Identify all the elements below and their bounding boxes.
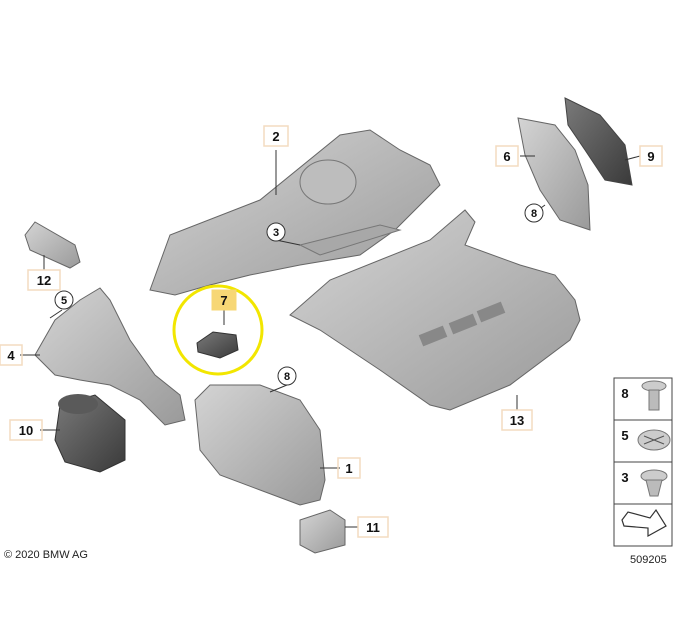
part-2-rear-panel-trim — [149, 129, 441, 296]
svg-text:4: 4 — [7, 348, 15, 363]
clip-icon — [637, 429, 671, 451]
leader-lines — [20, 150, 641, 528]
svg-text:10: 10 — [19, 423, 33, 438]
callout-5[interactable]: 5 — [54, 290, 74, 310]
callout-13[interactable]: 13 — [501, 409, 533, 431]
legend-item-5[interactable]: 5 — [621, 428, 671, 451]
svg-text:1: 1 — [345, 461, 352, 476]
callout-9[interactable]: 9 — [639, 145, 663, 167]
callout-8-top[interactable]: 8 — [524, 203, 544, 223]
callout-3[interactable]: 3 — [266, 222, 286, 242]
part-1-side-trim — [194, 384, 326, 506]
diagram-reference-number: 509205 — [630, 554, 667, 566]
expansion-rivet-icon — [640, 469, 668, 497]
svg-text:8: 8 — [284, 371, 290, 383]
callout-6[interactable]: 6 — [495, 145, 519, 167]
part-11-bracket — [299, 509, 346, 554]
svg-text:11: 11 — [366, 520, 380, 535]
svg-text:7: 7 — [220, 293, 227, 308]
svg-text:13: 13 — [510, 413, 524, 428]
callout-8-side[interactable]: 8 — [277, 366, 297, 386]
callout-11[interactable]: 11 — [357, 516, 389, 538]
part-12-handle-trim — [24, 221, 81, 269]
callout-10[interactable]: 10 — [9, 419, 43, 441]
callout-1[interactable]: 1 — [337, 457, 361, 479]
callout-7[interactable]: 7 — [211, 289, 237, 311]
svg-text:3: 3 — [621, 470, 628, 485]
svg-text:5: 5 — [621, 428, 628, 443]
assembly-arrow-icon — [621, 508, 667, 538]
legend-item-3[interactable]: 3 — [621, 469, 668, 497]
svg-text:5: 5 — [61, 295, 67, 307]
part-6-side-trim-upper — [517, 117, 591, 231]
part-7-highlight — [172, 284, 264, 376]
svg-text:8: 8 — [531, 208, 537, 220]
highlight-ring — [172, 284, 264, 376]
svg-text:12: 12 — [37, 273, 51, 288]
callout-4[interactable]: 4 — [0, 344, 23, 366]
copyright-notice: © 2020 BMW AG — [4, 549, 88, 561]
svg-text:8: 8 — [621, 386, 628, 401]
legend-item-8[interactable]: 8 — [621, 380, 667, 411]
part-13-trunk-floor-trim — [289, 209, 581, 411]
part-9-sound-insulation — [564, 97, 633, 186]
svg-text:2: 2 — [272, 129, 279, 144]
callout-12[interactable]: 12 — [27, 269, 61, 291]
svg-text:9: 9 — [647, 149, 654, 164]
svg-text:6: 6 — [503, 149, 510, 164]
part-10-foam-insert — [54, 394, 126, 473]
push-rivet-icon — [641, 380, 667, 411]
callout-2[interactable]: 2 — [263, 125, 289, 147]
svg-text:3: 3 — [273, 227, 279, 239]
part-4-wheel-arch-trim — [34, 287, 186, 426]
